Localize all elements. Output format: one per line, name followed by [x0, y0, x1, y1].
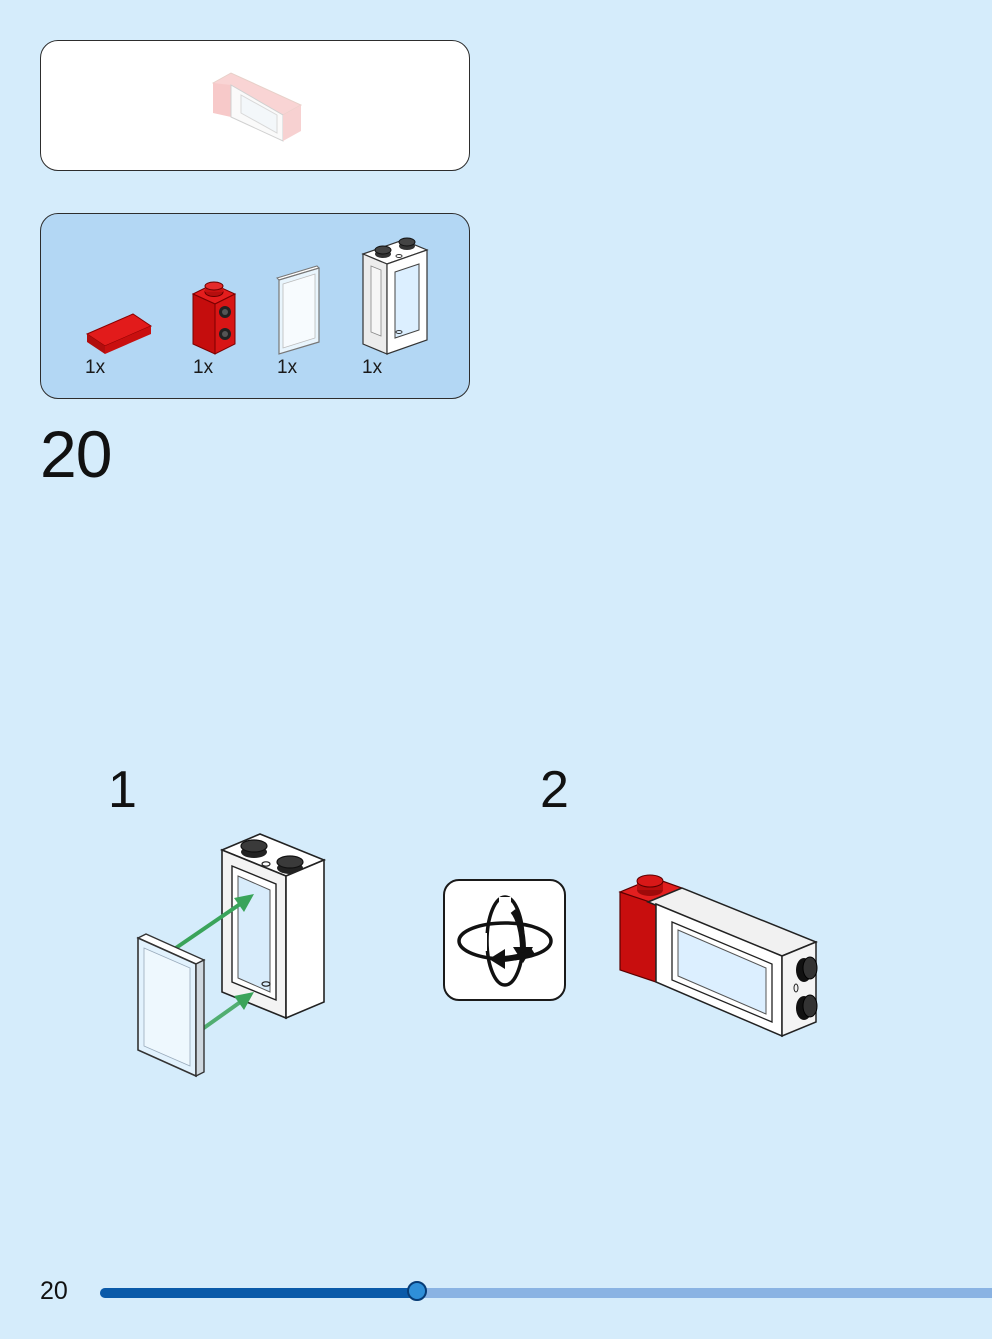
progress-fill — [100, 1288, 417, 1298]
part-qty: 1x — [85, 357, 106, 378]
substep-2-illustration — [618, 874, 818, 1038]
parts-list-callout: 1x 1x 1x 1x — [40, 213, 470, 399]
part-qty: 1x — [362, 357, 383, 378]
glass-pane-part — [276, 265, 320, 355]
glass-pane-model — [136, 933, 206, 1078]
preview-model-image — [211, 72, 303, 142]
part-qty: 1x — [193, 357, 214, 378]
progress-knob — [406, 1281, 427, 1301]
model-preview-callout — [40, 40, 470, 171]
page-number: 20 — [40, 1277, 68, 1305]
red-tile-part — [85, 313, 153, 354]
step-number: 20 — [40, 417, 112, 491]
assembled-window-model — [618, 874, 818, 1038]
part-qty: 1x — [277, 357, 298, 378]
window-frame-model — [219, 833, 327, 1020]
substep-1-illustration — [136, 833, 327, 1078]
progress-bar — [100, 1281, 992, 1301]
window-frame-part — [361, 237, 429, 355]
rotate-model-box — [443, 879, 566, 1001]
substep-label-2: 2 — [540, 761, 569, 819]
substep-label-1: 1 — [108, 761, 137, 819]
red-brick-part — [191, 281, 237, 355]
rotate-model-icon — [457, 895, 553, 987]
